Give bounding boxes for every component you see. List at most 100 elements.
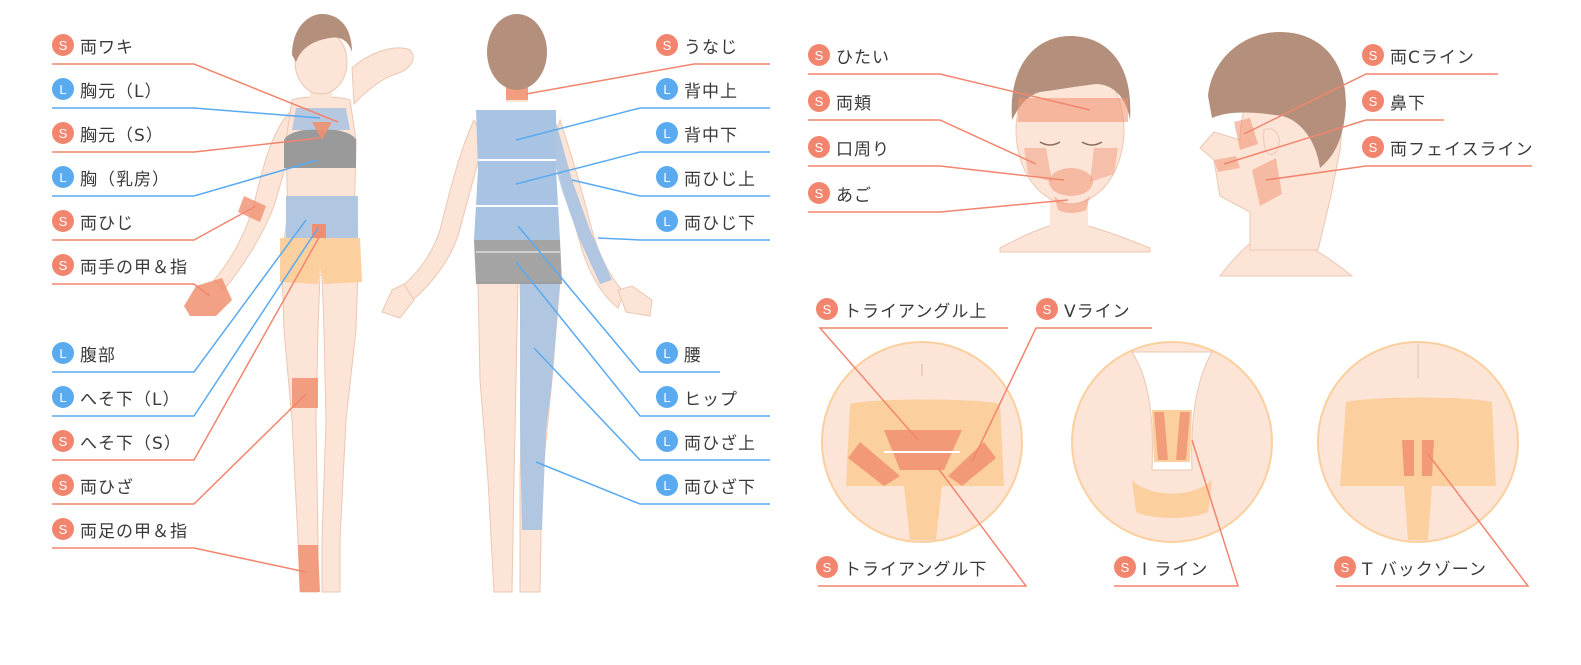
leader-bb-hip bbox=[515, 261, 770, 417]
leader-f-hitai bbox=[808, 73, 1091, 111]
label-text: あご bbox=[836, 185, 872, 206]
badge-L-icon: L bbox=[656, 474, 678, 496]
vio-tback-circle bbox=[1317, 341, 1519, 543]
leader-fb-munamoto-s bbox=[52, 137, 321, 153]
label-bb-hizashita: L 両ひざ下 bbox=[656, 473, 756, 498]
label-text: 両足の甲＆指 bbox=[80, 521, 188, 542]
leader-f-hanashita bbox=[1223, 119, 1444, 165]
leader-bb-unaji bbox=[525, 63, 770, 95]
label-fb-heso-s: S へそ下（S） bbox=[52, 429, 182, 454]
leader-fb-munamoto-l bbox=[52, 107, 321, 119]
label-text: 背中上 bbox=[684, 81, 738, 102]
label-text: トライアングル下 bbox=[844, 559, 988, 580]
leader-bb-hijiue bbox=[571, 179, 770, 197]
badge-L-icon: L bbox=[656, 430, 678, 452]
badge-S-icon: S bbox=[1362, 136, 1384, 158]
leader-f-hoho bbox=[808, 119, 1037, 165]
badge-S-icon: S bbox=[1036, 298, 1058, 320]
label-bb-hijishita: L 両ひじ下 bbox=[656, 209, 756, 234]
label-bb-unaji: S うなじ bbox=[656, 33, 738, 58]
label-text: 腹部 bbox=[80, 345, 116, 366]
label-text: 胸元（S） bbox=[80, 125, 164, 146]
label-fb-munamoto-s: S 胸元（S） bbox=[52, 121, 164, 146]
label-text: 両ワキ bbox=[80, 37, 134, 58]
label-bb-senaka-ue: L 背中上 bbox=[656, 77, 738, 102]
leader-bb-hizaue bbox=[533, 347, 770, 461]
label-text: 両Cライン bbox=[1390, 47, 1475, 68]
label-text: T バックゾーン bbox=[1362, 559, 1487, 580]
badge-S-icon: S bbox=[52, 430, 74, 452]
badge-L-icon: L bbox=[656, 78, 678, 100]
label-fb-te: S 両手の甲＆指 bbox=[52, 253, 188, 278]
badge-S-icon: S bbox=[52, 122, 74, 144]
leader-f-ago bbox=[808, 199, 1069, 213]
label-text: 両ひじ下 bbox=[684, 213, 756, 234]
leader-bb-hizashita bbox=[535, 461, 770, 505]
label-text: ひたい bbox=[836, 47, 890, 68]
label-v-vline: S Vライン bbox=[1036, 297, 1131, 322]
label-text: 胸元（L） bbox=[80, 81, 163, 102]
label-fb-ashi: S 両足の甲＆指 bbox=[52, 517, 188, 542]
leader-fb-fukubu bbox=[52, 219, 307, 373]
label-text: 両ひざ下 bbox=[684, 477, 756, 498]
label-text: 胸（乳房） bbox=[80, 169, 170, 190]
badge-S-icon: S bbox=[52, 474, 74, 496]
leader-f-kuchi bbox=[808, 165, 1065, 181]
badge-L-icon: L bbox=[656, 166, 678, 188]
badge-S-icon: S bbox=[656, 34, 678, 56]
face-side-figure bbox=[1199, 32, 1354, 277]
badge-L-icon: L bbox=[52, 386, 74, 408]
label-text: 腰 bbox=[684, 345, 702, 366]
leader-v-tri-top bbox=[818, 327, 1008, 441]
badge-S-icon: S bbox=[808, 182, 830, 204]
label-text: 鼻下 bbox=[1390, 93, 1426, 114]
badge-L-icon: L bbox=[52, 342, 74, 364]
leader-lines bbox=[52, 63, 1532, 587]
label-text: 口周り bbox=[836, 139, 890, 160]
badge-S-icon: S bbox=[808, 90, 830, 112]
leader-fb-heso-s bbox=[52, 231, 323, 461]
leader-fb-te bbox=[52, 283, 211, 297]
leader-bb-senaka-ue bbox=[515, 107, 770, 141]
label-text: 両手の甲＆指 bbox=[80, 257, 188, 278]
label-text: 両フェイスライン bbox=[1390, 139, 1534, 160]
label-text: うなじ bbox=[684, 37, 738, 58]
leader-v-tback bbox=[1336, 453, 1530, 587]
badge-S-icon: S bbox=[52, 518, 74, 540]
leader-bb-hijishita bbox=[597, 237, 770, 241]
label-text: へそ下（S） bbox=[80, 433, 182, 454]
label-text: I ライン bbox=[1142, 559, 1209, 580]
label-v-tback: S T バックゾーン bbox=[1334, 555, 1487, 580]
leader-v-vline bbox=[971, 327, 1152, 463]
badge-S-icon: S bbox=[52, 210, 74, 232]
leader-fb-waki bbox=[52, 63, 339, 123]
label-text: Vライン bbox=[1064, 301, 1131, 322]
badge-L-icon: L bbox=[656, 210, 678, 232]
badge-S-icon: S bbox=[1334, 556, 1356, 578]
back-body-figure bbox=[381, 14, 653, 593]
face-front-figure bbox=[999, 36, 1151, 253]
leader-fb-heso-l bbox=[52, 227, 319, 417]
badge-S-icon: S bbox=[52, 254, 74, 276]
vio-front-circle bbox=[821, 341, 1023, 543]
leader-bb-senaka-shita bbox=[515, 151, 770, 185]
leader-f-faceline bbox=[1265, 165, 1532, 181]
badge-L-icon: L bbox=[52, 166, 74, 188]
